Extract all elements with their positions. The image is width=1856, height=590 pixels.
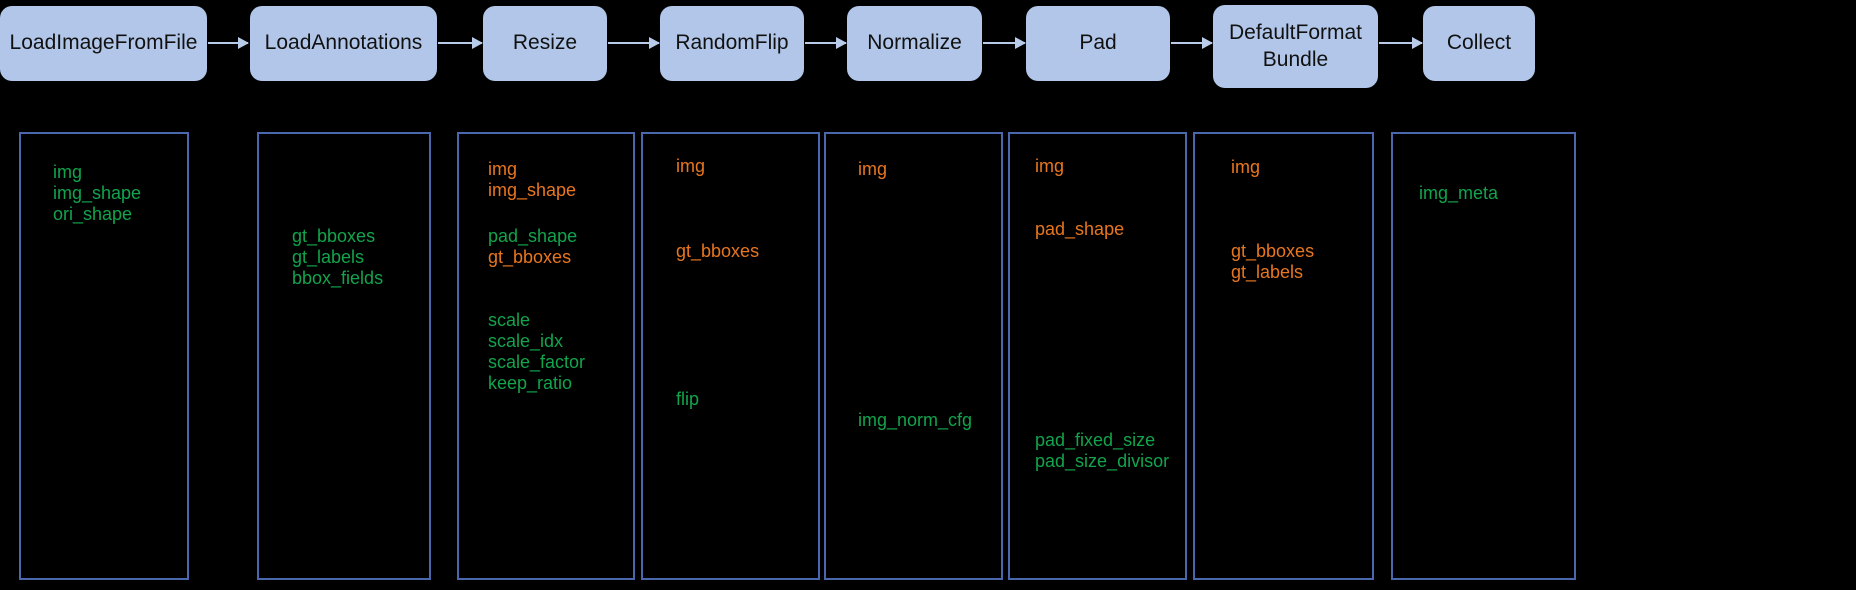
key-group: img: [858, 159, 887, 180]
key-item: img_shape: [488, 180, 577, 200]
arrow-loadannotations-to-resize: [438, 37, 483, 49]
key-item: img_norm_cfg: [858, 410, 973, 430]
key-group: img: [1231, 157, 1260, 178]
arrow-resize-to-randomflip: [608, 37, 660, 49]
process-box-label: LoadImageFromFile: [9, 31, 198, 55]
key-item: img_shape: [53, 183, 142, 203]
process-box-label: Pad: [1079, 31, 1117, 55]
key-item: scale_factor: [488, 352, 586, 372]
process-box-label: LoadAnnotations: [264, 31, 423, 55]
key-item: ori_shape: [53, 204, 133, 224]
key-item: pad_size_divisor: [1035, 451, 1170, 471]
process-box-label: RandomFlip: [675, 31, 789, 55]
key-item: gt_bboxes: [676, 241, 760, 261]
process-box-loadannotations[interactable]: LoadAnnotations: [250, 6, 437, 81]
process-box-collect[interactable]: Collect: [1423, 6, 1535, 81]
key-item: img: [676, 156, 706, 176]
process-box-label: Resize: [512, 31, 578, 55]
process-box-label: Normalize: [867, 31, 962, 55]
key-group: img: [676, 156, 705, 177]
key-panel-collect: img_meta: [1391, 132, 1576, 580]
key-item: flip: [676, 389, 700, 409]
key-item: pad_shape: [1035, 219, 1125, 239]
key-group: gt_bboxes gt_labels bbox_fields: [292, 226, 383, 289]
key-item: img: [53, 162, 83, 182]
arrow-pad-to-defaultformatbundle: [1171, 37, 1213, 49]
key-item: gt_labels: [292, 247, 365, 267]
key-group: img: [1035, 156, 1064, 177]
process-box-randomflip[interactable]: RandomFlip: [660, 6, 804, 81]
key-item: img_meta: [1419, 183, 1499, 203]
key-group: scale scale_idx scale_factor keep_ratio: [488, 310, 585, 394]
arrow-randomflip-to-normalize: [805, 37, 847, 49]
key-item: bbox_fields: [292, 268, 384, 288]
key-item: scale: [488, 310, 531, 330]
process-box-loadimagefromfile[interactable]: LoadImageFromFile: [0, 6, 207, 81]
key-item: pad_fixed_size: [1035, 430, 1156, 450]
key-panel-loadimagefromfile: img img_shape ori_shape: [19, 132, 189, 580]
process-box-label: DefaultFormat Bundle: [1228, 21, 1363, 71]
key-group: flip: [676, 389, 699, 410]
key-panel-randomflip: img gt_bboxes flip: [641, 132, 820, 580]
key-item: img: [858, 159, 888, 179]
arrow-loadimagefromfile-to-loadannotations: [208, 37, 249, 49]
key-group: gt_bboxes gt_labels: [1231, 241, 1314, 283]
key-group: pad_shape gt_bboxes: [488, 226, 577, 268]
arrow-normalize-to-pad: [983, 37, 1026, 49]
key-group: img_meta: [1419, 183, 1498, 204]
key-item: img: [488, 159, 518, 179]
process-box-normalize[interactable]: Normalize: [847, 6, 982, 81]
key-item: keep_ratio: [488, 373, 573, 393]
process-box-label: Collect: [1446, 31, 1512, 55]
process-box-defaultformatbundle[interactable]: DefaultFormat Bundle: [1213, 5, 1378, 88]
process-box-pad[interactable]: Pad: [1026, 6, 1170, 81]
key-panel-pad: img pad_shape pad_fixed_size pad_size_di…: [1008, 132, 1187, 580]
process-box-resize[interactable]: Resize: [483, 6, 607, 81]
key-group: img_norm_cfg: [858, 410, 972, 431]
key-item: img: [1231, 157, 1261, 177]
key-group: pad_fixed_size pad_size_divisor: [1035, 430, 1169, 472]
key-group: img img_shape ori_shape: [53, 162, 141, 225]
key-panel-defaultformatbundle: img gt_bboxes gt_labels: [1193, 132, 1374, 580]
key-item: gt_bboxes: [1231, 241, 1315, 261]
key-panel-loadannotations: gt_bboxes gt_labels bbox_fields: [257, 132, 431, 580]
key-group: gt_bboxes: [676, 241, 759, 262]
key-item: img: [1035, 156, 1065, 176]
key-panel-resize: img img_shape pad_shape gt_bboxes scale …: [457, 132, 635, 580]
key-panel-normalize: img img_norm_cfg: [824, 132, 1003, 580]
key-item: scale_idx: [488, 331, 564, 351]
key-group: img img_shape: [488, 159, 576, 201]
key-group: pad_shape: [1035, 219, 1124, 240]
key-item: pad_shape: [488, 226, 578, 246]
arrow-defaultformatbundle-to-collect: [1379, 37, 1423, 49]
key-item: gt_bboxes: [292, 226, 376, 246]
key-item: gt_labels: [1231, 262, 1304, 282]
key-item: gt_bboxes: [488, 247, 572, 267]
